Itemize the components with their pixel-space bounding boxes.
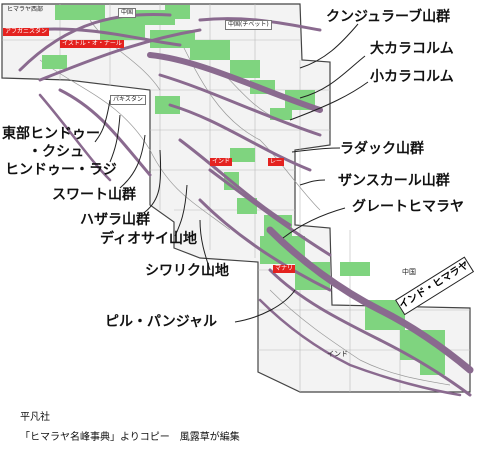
footer-publisher: 平凡社 <box>20 412 50 423</box>
tag-china-top: 中国 <box>118 8 137 18</box>
tag-india-mid: インド <box>210 158 233 166</box>
range-bands <box>18 12 474 397</box>
leader-lines <box>94 23 369 323</box>
label-ladakh: ラダック山群 <box>340 141 424 157</box>
label-swat: スワート山群 <box>52 187 136 203</box>
tag-himalaya-west: ヒマラヤ西部 <box>7 6 44 13</box>
tag-china-tibet: 中国(チベット) <box>225 20 272 30</box>
tag-afghanistan: アフガニスタン <box>3 28 50 36</box>
label-east-hindukush-2: ・クシュ <box>28 144 84 160</box>
label-pir-panjal: ピル・パンジャル <box>105 314 217 330</box>
tag-pakistan: パキスタン <box>110 95 146 105</box>
label-great-karakoram: 大カラコルム <box>370 41 454 57</box>
tag-manali: マナリ <box>273 265 296 273</box>
tag-india-bottom: インド <box>327 350 348 358</box>
label-great-himalaya: グレートヒマラヤ <box>352 199 464 215</box>
label-deosai: ディオサイ山地 <box>100 231 198 247</box>
label-lesser-karakoram: 小カラコルム <box>370 69 454 85</box>
label-siwalik: シワリク山地 <box>145 263 229 279</box>
label-kunjurab: クンジュラーブ山群 <box>326 9 451 25</box>
label-hindu-raj: ヒンドゥー・ラジ <box>5 162 117 178</box>
footer-credit: 「ヒマラヤ名峰事典」よりコピー 風露草が編集 <box>20 432 240 443</box>
label-east-hindukush-1: 東部ヒンドゥー <box>2 126 100 142</box>
tag-china-right: 中国 <box>402 268 416 276</box>
label-zanskar: ザンスカール山群 <box>338 173 450 189</box>
tag-zone-red: レー <box>268 158 285 166</box>
tag-istor-o-nal: イストル・オ・ナール <box>60 40 124 48</box>
label-hazara: ハザラ山群 <box>80 212 150 228</box>
